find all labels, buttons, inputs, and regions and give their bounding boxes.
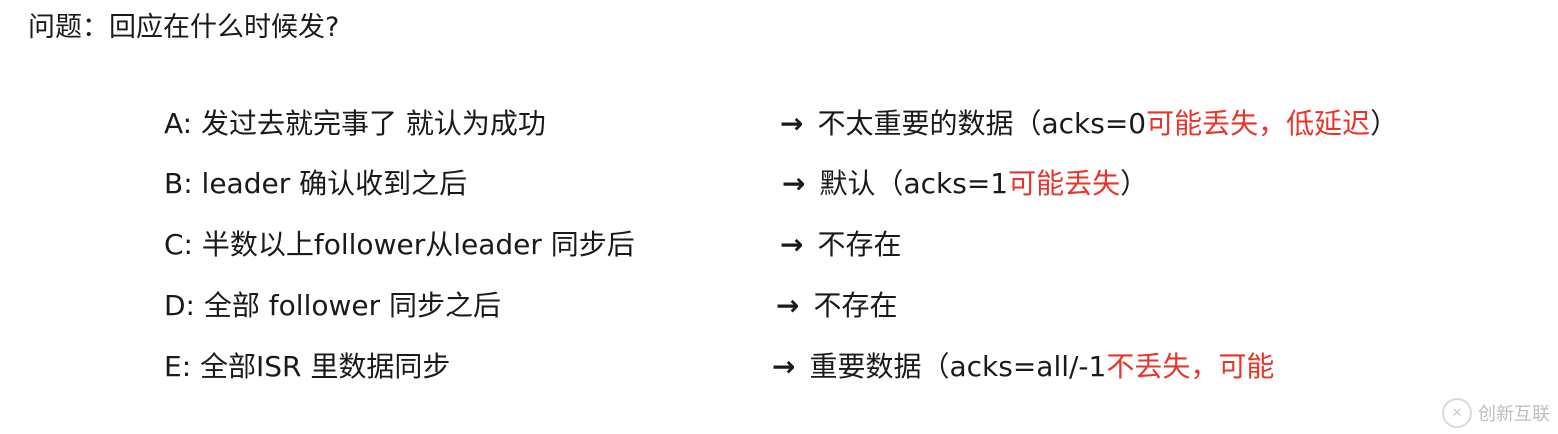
- option-b-result-close: ）: [1120, 167, 1149, 200]
- watermark-text: 创新互联: [1478, 404, 1550, 425]
- option-b-result-highlight: 可能丢失: [1008, 167, 1121, 200]
- option-a-description: A: 发过去就完事了 就认为成功: [164, 107, 546, 140]
- option-d-description: D: 全部 follower 同步之后: [164, 289, 502, 322]
- chuangxin-logo-icon: ✕: [1442, 398, 1472, 428]
- right-arrow-icon: →: [776, 289, 800, 322]
- option-e-result-highlight: 不丢失，可能: [1106, 350, 1275, 383]
- option-b-description: B: leader 确认收到之后: [164, 167, 468, 200]
- option-d-result: → 不存在: [776, 286, 897, 326]
- option-c-result: → 不存在: [780, 225, 901, 265]
- option-a-result-text: 不太重要的数据（acks=0: [817, 107, 1147, 140]
- right-arrow-icon: →: [780, 107, 804, 140]
- option-b-result-text: 默认（acks=1: [819, 167, 1009, 200]
- page-title: 问题：回应在什么时候发?: [28, 12, 340, 43]
- option-d-result-text: 不存在: [813, 289, 898, 322]
- right-arrow-icon: →: [782, 167, 806, 200]
- watermark: ✕ 创新互联: [1442, 398, 1550, 428]
- option-e-result: → 重要数据（acks=all/-1不丢失，可能: [772, 347, 1274, 387]
- option-a-result: → 不太重要的数据（acks=0可能丢失，低延迟）: [780, 104, 1398, 144]
- option-e-result-text: 重要数据（acks=all/-1: [809, 350, 1107, 383]
- option-c-result-text: 不存在: [817, 228, 902, 261]
- option-b-result: → 默认（acks=1可能丢失）: [782, 164, 1148, 204]
- right-arrow-icon: →: [780, 228, 804, 261]
- option-e-description: E: 全部ISR 里数据同步: [164, 350, 451, 383]
- right-arrow-icon: →: [772, 350, 796, 383]
- option-c-description: C: 半数以上follower从leader 同步后: [164, 228, 635, 261]
- option-a-result-highlight: 可能丢失，低延迟: [1146, 107, 1371, 140]
- option-a-result-close: ）: [1370, 107, 1399, 140]
